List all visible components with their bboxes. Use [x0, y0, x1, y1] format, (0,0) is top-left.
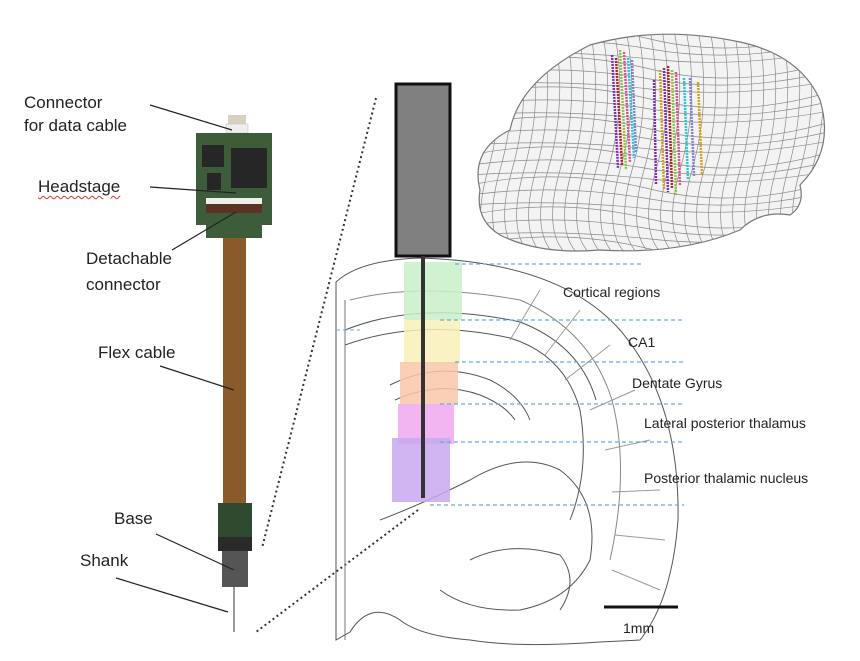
- label-flex-cable: Flex cable: [98, 343, 176, 362]
- leader-flex: [159, 365, 235, 391]
- base-gray: [222, 551, 248, 587]
- mesh-line: [478, 236, 825, 251]
- probe-track: [630, 59, 638, 153]
- detachable-connector-top: [206, 198, 262, 204]
- flex-cable: [223, 238, 246, 506]
- section-outline: [335, 257, 679, 646]
- probe-tracks: [610, 49, 704, 197]
- mesh-line: [478, 198, 825, 213]
- base-band: [218, 537, 252, 551]
- probe-track: [626, 57, 636, 159]
- probe-track: [658, 69, 666, 191]
- region-separators: [336, 263, 684, 506]
- probe-device: [115, 104, 272, 632]
- label-headstage: Headstage: [38, 177, 121, 196]
- mesh-line: [540, 34, 563, 251]
- probe-track: [652, 79, 658, 185]
- hippocampus-outer: [344, 328, 584, 521]
- probe-track: [682, 77, 690, 181]
- mesh-line: [564, 34, 587, 251]
- zoom-line-upper: [261, 97, 377, 549]
- mesh-line: [552, 34, 575, 251]
- region-band-2: [400, 362, 458, 404]
- mesh-line: [684, 34, 707, 251]
- mesh-line: [696, 34, 719, 251]
- mesh-line: [478, 108, 825, 123]
- probe-track: [670, 69, 678, 197]
- probe-track: [618, 49, 628, 171]
- region-bands: [392, 262, 462, 502]
- label-connector-line1: Connector: [24, 93, 103, 112]
- detachable-connector: [206, 204, 262, 213]
- mesh-line: [478, 98, 825, 116]
- mesh-line: [600, 34, 623, 251]
- chip-small: [202, 145, 224, 167]
- corpus-callosum: [344, 312, 597, 401]
- ventral-structure: [469, 548, 571, 611]
- leader-headstage: [149, 186, 237, 194]
- probe-track: [696, 81, 704, 176]
- label-cortical-regions: Cortical regions: [563, 284, 661, 300]
- probe-track: [666, 65, 674, 189]
- mesh-line: [478, 138, 825, 153]
- mesh-line: [478, 34, 479, 251]
- leader-shank: [115, 577, 229, 613]
- label-shank: Shank: [80, 551, 129, 570]
- headstage-pcb-tab: [206, 222, 262, 238]
- label-detachable-line2: connector: [86, 275, 161, 294]
- mesh-line: [478, 34, 491, 251]
- mesh-line: [612, 34, 635, 251]
- insertion-shaft: [394, 82, 452, 258]
- cortical-layer-marks: [509, 289, 666, 591]
- base-green: [218, 503, 252, 539]
- data-connector-body: [225, 123, 249, 134]
- mesh-line: [478, 116, 825, 139]
- label-dentate-gyrus: Dentate Gyrus: [632, 375, 723, 391]
- thalamic-boundary: [379, 461, 593, 611]
- mesh-line: [576, 34, 599, 251]
- zoom-line-lower: [255, 509, 419, 633]
- label-connector-line2: for data cable: [24, 116, 128, 135]
- label-lateral-posterior-thalamus: Lateral posterior thalamus: [644, 415, 806, 431]
- mesh-line: [672, 34, 695, 251]
- region-band-3: [398, 404, 454, 444]
- probe-track: [662, 67, 670, 193]
- label-posterior-thalamic-nucleus: Posterior thalamic nucleus: [644, 470, 809, 486]
- mesh-line: [588, 34, 611, 251]
- mesh-line: [478, 128, 825, 146]
- mesh-line: [478, 168, 825, 183]
- chip-tiny: [207, 173, 221, 190]
- label-detachable-line1: Detachable: [86, 249, 173, 268]
- leader-connector: [149, 104, 233, 131]
- label-ca1: CA1: [628, 334, 656, 350]
- brain-outline: [477, 33, 826, 252]
- wireframe-brain: [477, 33, 826, 252]
- coronal-section: [335, 257, 679, 646]
- leader-detachable: [171, 211, 237, 251]
- mesh-line: [478, 146, 825, 169]
- region-band-0: [404, 262, 462, 320]
- mesh-line: [624, 34, 647, 251]
- probe-track: [610, 54, 620, 169]
- probe-track: [674, 71, 682, 187]
- cortex-inner-boundary: [349, 290, 622, 561]
- mesh-line: [636, 34, 659, 251]
- probe-track: [622, 51, 632, 163]
- region-band-1: [404, 320, 460, 364]
- mesh-line: [478, 176, 825, 199]
- label-base: Base: [114, 509, 153, 528]
- scale-bar-label: 1mm: [623, 620, 655, 636]
- probe-track: [688, 77, 696, 177]
- chip-large: [231, 148, 267, 188]
- leader-base: [155, 533, 235, 571]
- mesh-line: [478, 158, 825, 176]
